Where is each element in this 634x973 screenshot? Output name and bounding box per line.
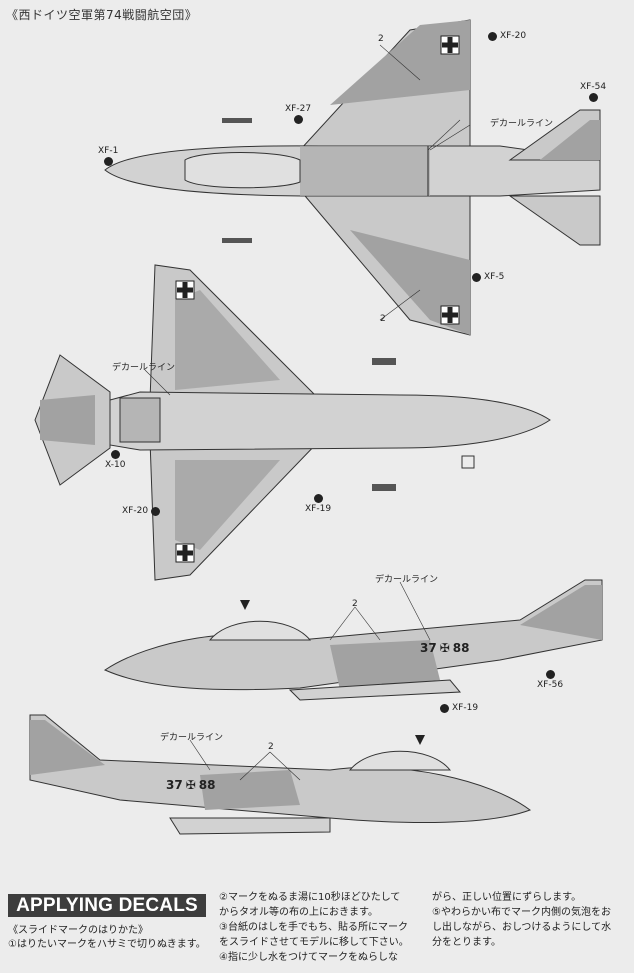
aircraft-serial: 37✠88 (420, 641, 470, 655)
paint-code-callout: XF-56 (537, 670, 563, 690)
decal-number-label: 2 (380, 314, 386, 324)
paint-dot-icon (588, 93, 598, 102)
paint-code-callout: XF-1 (98, 146, 118, 166)
applying-decals-heading: APPLYING DECALS (8, 894, 206, 917)
instruction-step: ④指に少し水をつけてマークをぬらしな (219, 952, 398, 963)
paint-code-callout: XF-20 (122, 506, 161, 516)
aircraft-serial: 37✠88 (166, 778, 216, 792)
page-title: 《西ドイツ空軍第74戦闘航空団》 (6, 8, 198, 22)
paint-dot-icon (103, 157, 113, 166)
instruction-step: ①はりたいマークをハサミで切りぬきます。 (8, 939, 206, 950)
decal-line-label: デカールライン (160, 733, 224, 743)
paint-dot-icon (488, 31, 497, 41)
instruction-step: ⑤やわらかい布でマーク内側の気泡をお し出しながら、おしつけるようにして水 分を… (432, 907, 612, 948)
paint-code-callout: XF-19 (305, 494, 331, 514)
decal-number-label: 2 (352, 599, 358, 609)
paint-code-callout: X-10 (105, 450, 125, 470)
instructions-subheading: 《スライドマークのはりかた》 (8, 925, 148, 936)
cross-icon: ✠ (439, 641, 450, 655)
bottom-view-aircraft (34, 264, 551, 581)
side-view-left (29, 714, 532, 835)
instruction-step: ②マークをぬるま湯に10秒ほどひたして からタオル等の布の上におきます。 (219, 892, 401, 918)
top-view-aircraft (104, 19, 601, 336)
paint-dot-icon (440, 703, 449, 713)
paint-code-callout: XF-19 (440, 703, 478, 713)
decal-number-label: 2 (268, 742, 274, 752)
paint-code-callout: XF-54 (580, 82, 606, 102)
cross-icon: ✠ (185, 778, 196, 792)
paint-code-callout: XF-27 (285, 104, 311, 124)
decal-line-label: デカールライン (490, 119, 554, 129)
decal-line-label: デカールライン (112, 363, 176, 373)
decal-line-label: デカールライン (375, 575, 439, 585)
paint-code-callout: XF-5 (472, 272, 504, 282)
paint-dot-icon (545, 670, 555, 679)
paint-dot-icon (151, 506, 161, 516)
instruction-step: がら、正しい位置にずらします。 (432, 892, 582, 903)
leader-lines (144, 124, 471, 781)
paint-code-callout: XF-20 (488, 31, 526, 41)
paint-dot-icon (313, 494, 323, 503)
instruction-step: ③台紙のはしを手でもち、貼る所にマーク をスライドさせてモデルに移して下さい。 (219, 922, 409, 948)
paint-dot-icon (293, 115, 303, 124)
side-view-right (103, 579, 603, 701)
decal-number-label: 2 (378, 34, 384, 44)
paint-dot-icon (472, 272, 481, 282)
paint-dot-icon (110, 450, 120, 459)
